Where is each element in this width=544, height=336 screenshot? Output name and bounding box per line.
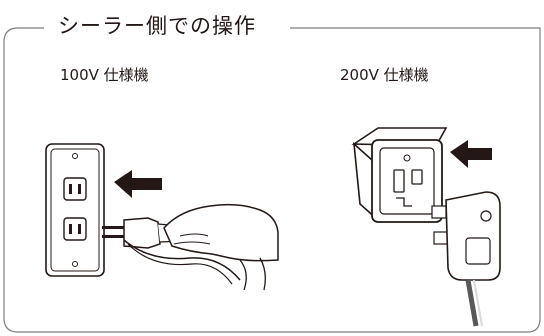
adapter-plug-icon — [351, 127, 501, 327]
spec-100v-label: 100V 仕様機 — [60, 66, 149, 84]
spec-200v-label: 200V 仕様機 — [340, 66, 429, 84]
wall-outlet-plug-icon — [45, 143, 279, 290]
section-title: シーラー側での操作 — [52, 13, 262, 39]
